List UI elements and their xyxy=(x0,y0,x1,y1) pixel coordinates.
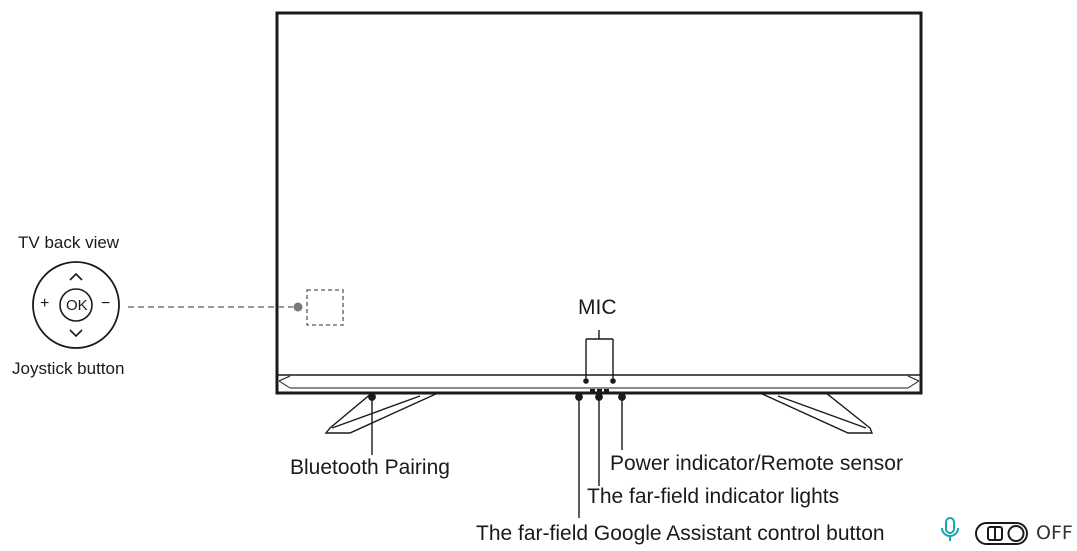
joystick-button-icon xyxy=(32,261,120,349)
leader-lines xyxy=(368,393,626,518)
joystick-button-label: Joystick button xyxy=(12,359,125,378)
mic-right-dot xyxy=(610,378,616,384)
joystick-location-dot xyxy=(293,302,303,312)
mic-left-dot xyxy=(583,378,589,384)
joystick-location-box xyxy=(306,289,344,326)
tv-screen xyxy=(275,11,923,395)
microphone-icon xyxy=(941,517,959,541)
toggle-switch-icon xyxy=(975,522,1028,545)
left-stand xyxy=(324,392,439,434)
right-stand xyxy=(759,392,874,434)
power-indicator-label: Power indicator/Remote sensor xyxy=(610,452,903,475)
far-field-lights-label: The far-field indicator lights xyxy=(587,485,840,508)
joystick-minus-label: − xyxy=(101,295,111,312)
far-field-button-label: The far-field Google Assistant control b… xyxy=(476,522,885,545)
tv-back-view-label: TV back view xyxy=(18,233,120,252)
joystick-ok-label: OK xyxy=(66,297,88,314)
sensor-cluster xyxy=(590,389,609,392)
mic-label: MIC xyxy=(578,296,617,319)
joystick-plus-label: + xyxy=(40,295,50,312)
bluetooth-pairing-label: Bluetooth Pairing xyxy=(290,456,450,479)
mic-bracket xyxy=(585,330,614,380)
switch-off-label: OFF xyxy=(1036,522,1073,544)
